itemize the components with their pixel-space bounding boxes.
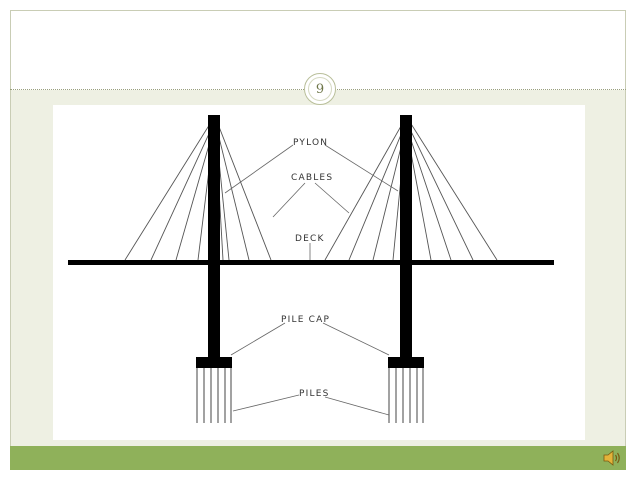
cables-label: Cables (291, 173, 333, 183)
page-number: 9 (315, 81, 325, 97)
page-number-badge: 9 (304, 73, 336, 105)
right-pylon (400, 115, 412, 359)
bridge-diagram: Pylon Cables Deck Pile Cap Piles (53, 105, 585, 440)
left-pylon (208, 115, 220, 359)
leader-lines (224, 144, 399, 416)
cables-left-tower (124, 118, 272, 261)
speaker-icon-graphic (603, 450, 620, 466)
speaker-icon[interactable] (602, 449, 624, 467)
right-pile-cap (388, 357, 424, 368)
cables-right-tower (324, 118, 498, 261)
footer-bar (10, 446, 626, 470)
pile-cap-label: Pile Cap (281, 315, 330, 325)
pylon-label: Pylon (293, 138, 328, 148)
left-piles (196, 368, 232, 423)
right-piles (388, 368, 424, 423)
piles-label: Piles (299, 389, 330, 399)
bridge-deck (68, 260, 554, 265)
deck-label: Deck (295, 234, 325, 244)
bridge-diagram-svg: Pylon Cables Deck Pile Cap Piles (68, 115, 554, 423)
left-pile-cap (196, 357, 232, 368)
